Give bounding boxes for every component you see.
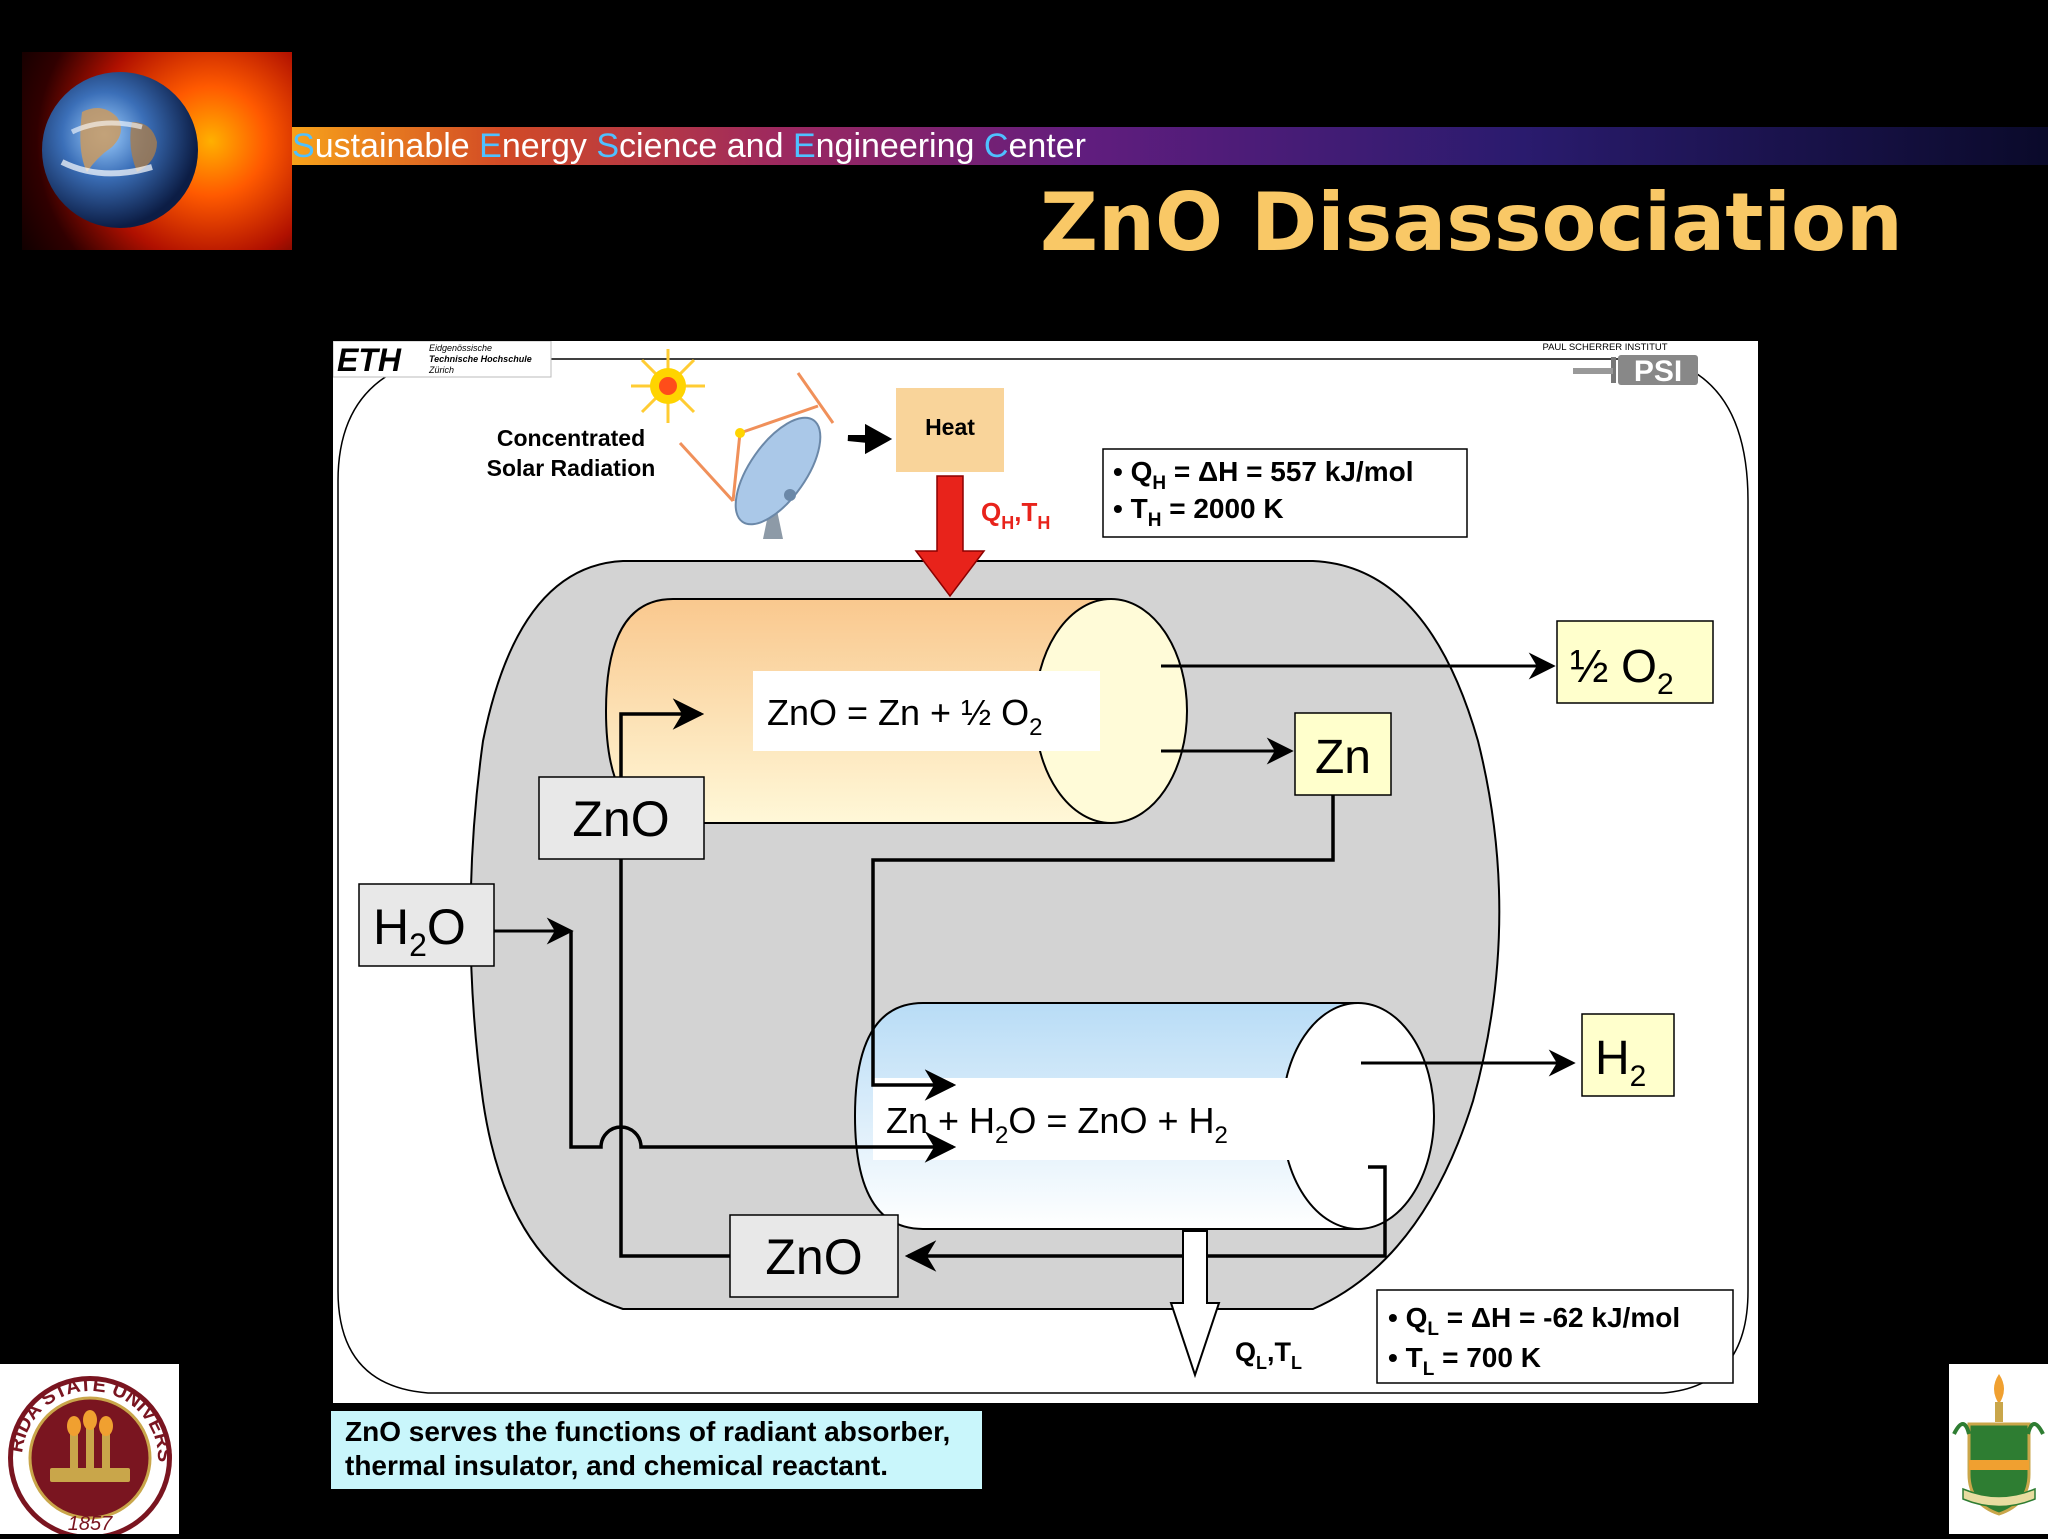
solar-label-line2: Solar Radiation (487, 455, 656, 481)
process-diagram: ETH Eidgenössische Technische Hochschule… (332, 340, 1758, 1403)
fsu-seal-year: 1857 (68, 1513, 113, 1534)
center-name-word: ngineering (815, 127, 984, 165)
heat-box (896, 388, 1004, 472)
outer-frame (337, 358, 1749, 1394)
fsu-seal-icon: FLORIDA STATE UNIVERSITY 1857 (0, 1347, 175, 1539)
zno-left-label: ZnO (572, 791, 669, 847)
psi-logo: PAUL SCHERRER INSTITUT PSI (1542, 342, 1698, 388)
reaction-top: ZnO = Zn + ½ O2 (767, 692, 1042, 741)
reaction-top-box (753, 671, 1100, 751)
caption-box: ZnO serves the functions of radiant abso… (331, 1411, 982, 1489)
zno-left-box (538, 776, 705, 860)
o2-output-box (1556, 620, 1714, 704)
caption-line2: thermal insulator, and chemical reactant… (345, 1450, 889, 1481)
famu-crest-icon (1952, 1374, 2045, 1516)
cold-info-box (1376, 1289, 1734, 1384)
center-name-word: enter (1008, 127, 1086, 165)
h2o-input-box (358, 883, 495, 967)
to-heat-arrow-icon (847, 423, 893, 455)
caption-line1: ZnO serves the functions of radiant abso… (345, 1416, 951, 1447)
header-band: Sustainable Energy Science and Engineeri… (292, 127, 2048, 165)
hot-info-box (1102, 448, 1468, 538)
eth-logo-text: ETH (337, 342, 402, 378)
zno-bottom-label: ZnO (765, 1229, 862, 1285)
diagram-canvas: ETH Eidgenössische Technische Hochschule… (332, 340, 1749, 1394)
psi-logo-text: PSI (1634, 355, 1682, 388)
h2o-feed-arrow (569, 931, 957, 1163)
center-name-initial: E (792, 127, 816, 165)
heat-label: Heat (925, 414, 975, 440)
zno-bottom-box (729, 1214, 899, 1298)
o2-output-label: ½ O2 (1570, 640, 1674, 701)
h2-output-box (1581, 1013, 1675, 1097)
zno-recycle-arrow (904, 1165, 1387, 1272)
center-logo (22, 52, 292, 250)
eth-name-line3: Zürich (428, 365, 454, 375)
earth-sun-icon (42, 72, 198, 228)
sun-icon (631, 349, 705, 423)
center-name-initial: E (479, 127, 502, 165)
center-name-initial: S (292, 127, 315, 165)
zn-recycle-arrow (871, 795, 1335, 1101)
zno-feed-arrow (619, 698, 705, 1216)
heat-arrow-icon (914, 475, 986, 598)
eth-name-line1: Eidgenössische (429, 343, 492, 353)
eth-name-line2: Technische Hochschule (429, 354, 532, 364)
center-name-word: ustainable (314, 127, 480, 165)
center-name-initial: S (596, 127, 620, 165)
solar-label-line1: Concentrated (497, 425, 645, 451)
solar-dish-icon (678, 372, 835, 539)
famu-crest (1949, 1364, 2048, 1534)
fsu-seal: FLORIDA STATE UNIVERSITY 1857 (0, 1347, 179, 1539)
zn-output-box (1294, 712, 1392, 796)
zn-output-label: Zn (1315, 731, 1371, 784)
slide-title: ZnO Disassociation (1040, 176, 1903, 269)
reaction-bottom: Zn + H2O = ZnO + H2 (886, 1100, 1228, 1149)
center-name-initial: C (983, 127, 1009, 165)
center-name-word: nergy (501, 127, 597, 165)
zno-loop-line (619, 1216, 730, 1258)
psi-caption: PAUL SCHERRER INSTITUT (1542, 342, 1667, 353)
heat-out-arrow-icon (1169, 1230, 1221, 1379)
eth-logo: ETH Eidgenössische Technische Hochschule… (332, 340, 552, 378)
center-name-word: cience and (619, 127, 793, 165)
ql-tl-label: QL,TL (1235, 1337, 1302, 1373)
qh-th-label: QH,TH (981, 497, 1050, 533)
center-name: Sustainable Energy Science and Engineeri… (292, 127, 1086, 165)
